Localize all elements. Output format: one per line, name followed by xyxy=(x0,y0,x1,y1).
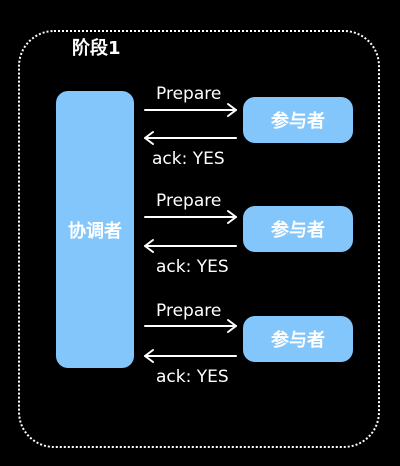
prepare-label-3: Prepare xyxy=(156,301,222,321)
stage-title: 阶段1 xyxy=(72,38,121,59)
prepare-arrow-2 xyxy=(144,210,237,224)
ack-arrow-3 xyxy=(144,349,237,363)
participant-label-1: 参与者 xyxy=(271,111,325,132)
ack-arrow-2 xyxy=(144,239,237,253)
ack-label-1: ack: YES xyxy=(152,149,225,169)
stage-frame xyxy=(18,30,380,448)
prepare-arrow-3 xyxy=(144,319,237,333)
participant-label-3: 参与者 xyxy=(271,330,325,351)
ack-arrow-1 xyxy=(144,131,237,145)
ack-label-2: ack: YES xyxy=(156,257,229,277)
coordinator-box: 协调者 xyxy=(56,91,134,368)
participant-box-2: 参与者 xyxy=(243,206,353,252)
participant-box-3: 参与者 xyxy=(243,316,353,362)
prepare-label-2: Prepare xyxy=(156,191,222,211)
coordinator-label: 协调者 xyxy=(68,220,122,242)
participant-box-1: 参与者 xyxy=(243,97,353,143)
prepare-arrow-1 xyxy=(144,103,237,117)
ack-label-3: ack: YES xyxy=(156,367,229,387)
participant-label-2: 参与者 xyxy=(271,220,325,241)
prepare-label-1: Prepare xyxy=(156,84,222,104)
